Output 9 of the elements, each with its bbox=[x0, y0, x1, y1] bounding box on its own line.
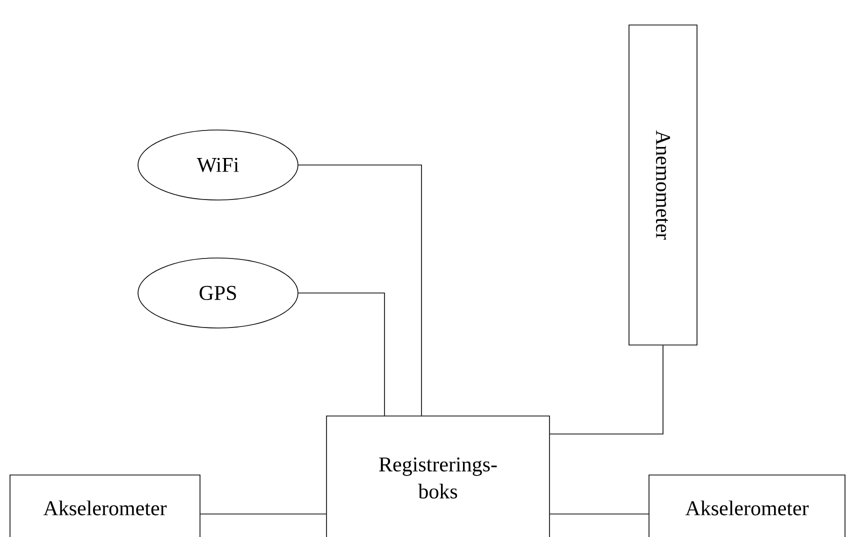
sensor-box: Akselerometer bbox=[648, 474, 846, 537]
connector-line bbox=[298, 164, 422, 416]
connector-line bbox=[550, 345, 664, 434]
sensor-box: Anemometer bbox=[628, 24, 698, 346]
connector-line bbox=[298, 292, 385, 416]
ellipse-node: GPS bbox=[138, 258, 298, 328]
ellipse-node: WiFi bbox=[138, 130, 298, 200]
logger-box: Registrerings-boks bbox=[326, 416, 550, 537]
sensor-box: Akselerometer bbox=[10, 474, 200, 537]
